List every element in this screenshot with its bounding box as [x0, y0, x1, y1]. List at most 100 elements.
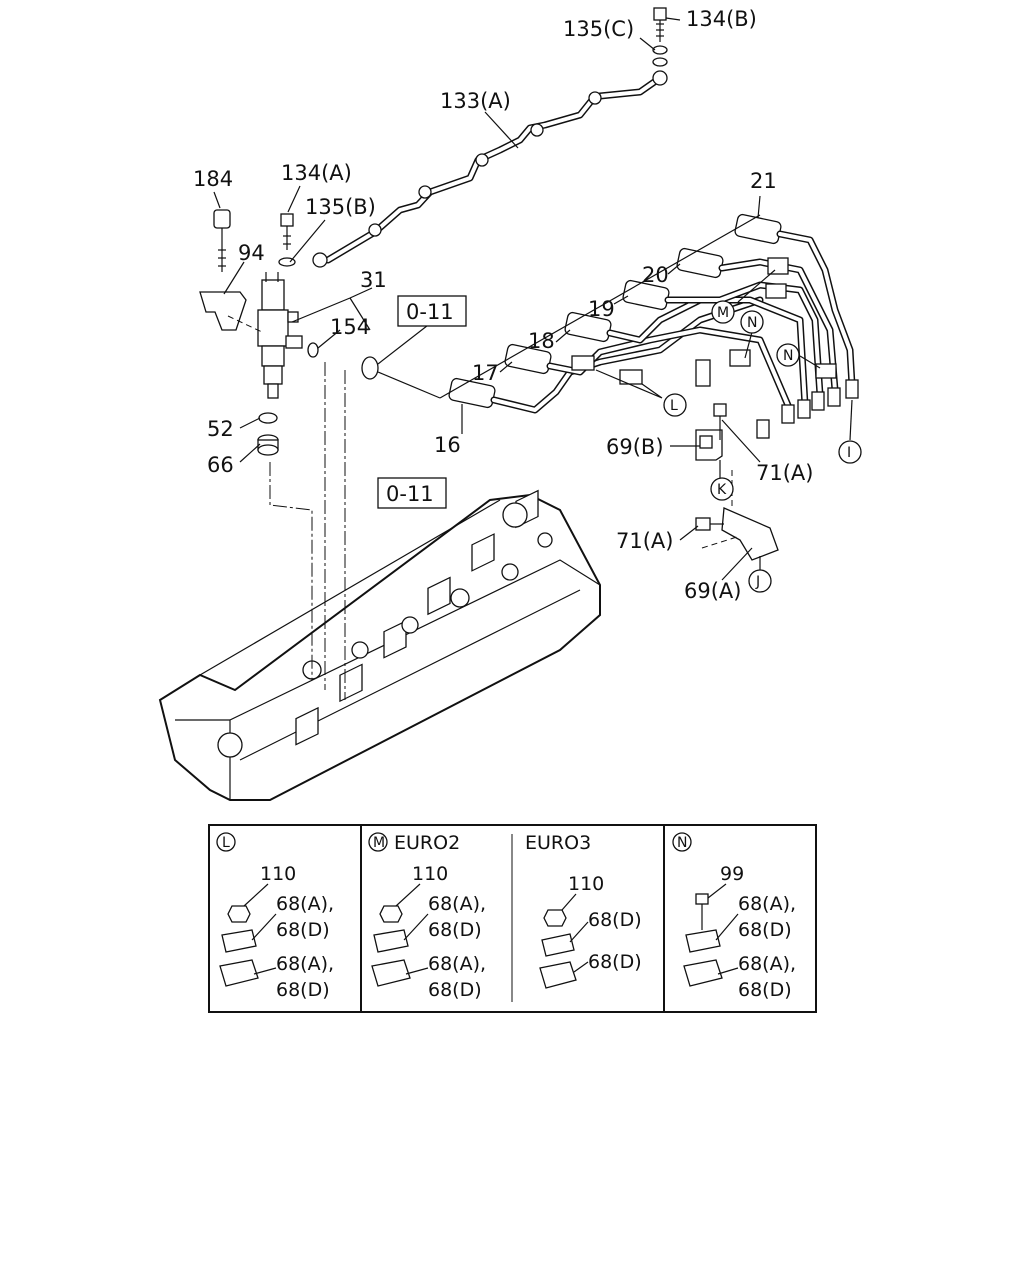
- marker-k-label: K: [717, 482, 727, 498]
- callout-labels: 134(B) 135(C) 133(A) 184 134(A) 135(B) 9…: [193, 7, 813, 603]
- callout-71a-lower: 71(A): [616, 529, 673, 553]
- washer-135c-upper: [652, 45, 668, 55]
- panel-n-marker: N: [677, 835, 687, 851]
- panel-l: L 110 68(A), 68(D) 68(A), 68(D): [216, 832, 334, 1001]
- clamp-upper-icon: [541, 933, 575, 957]
- clamp-lower-icon: [683, 959, 723, 987]
- panel-n-lower-1: 68(A),: [738, 953, 796, 975]
- marker-l: L: [663, 393, 687, 417]
- clamp-lower-icon: [371, 959, 411, 987]
- ref-box-upper-label: 0-11: [406, 300, 454, 324]
- panel-m-euro3-upper: 68(D): [588, 909, 642, 931]
- bolt-71a-lower: [695, 517, 724, 531]
- panel-m-euro3-lower: 68(D): [588, 951, 642, 973]
- bolt-icon: [695, 893, 709, 930]
- o-ring-154: [307, 342, 319, 358]
- panel-m-euro2-lower-2: 68(D): [428, 979, 482, 1001]
- ref-box-lower-label: 0-11: [386, 482, 434, 506]
- callout-154: 154: [330, 315, 370, 339]
- head-ports: [295, 489, 539, 746]
- marker-l-label: L: [670, 398, 678, 414]
- panel-l-lower-2: 68(D): [276, 979, 330, 1001]
- panel-n-bolt: 99: [720, 863, 744, 885]
- clamp-lower-icon: [219, 959, 259, 987]
- callout-31: 31: [360, 268, 387, 292]
- clamp-upper-icon: [373, 929, 409, 953]
- panel-l-upper-1: 68(A),: [276, 893, 334, 915]
- leak-off-pipe-133a: [312, 70, 668, 268]
- head-holes: [217, 502, 553, 758]
- clamp-lower-icon: [539, 961, 577, 989]
- callout-69b: 69(B): [606, 435, 664, 459]
- callout-71a-upper: 71(A): [756, 461, 813, 485]
- washer-135c-lower: [652, 57, 668, 67]
- panel-n: N 99 68(A), 68(D) 68(A), 68(D): [672, 832, 796, 1001]
- panel-m-euro2-upper-2: 68(D): [428, 919, 482, 941]
- panel-m-euro2-nut: 110: [412, 863, 448, 885]
- clamp-upper-icon: [221, 929, 257, 953]
- panel-m-euro2-lower-1: 68(A),: [428, 953, 486, 975]
- injection-pipe-21: [734, 213, 856, 389]
- panel-m-euro3-title: EURO3: [525, 832, 591, 854]
- marker-j: J: [748, 569, 772, 593]
- ref-box-lower: 0-11: [377, 477, 447, 509]
- panel-l-nut-label: 110: [260, 863, 296, 885]
- callout-69a: 69(A): [684, 579, 741, 603]
- callout-94: 94: [238, 241, 265, 265]
- nut-icon: [543, 909, 567, 927]
- nut-icon: [227, 905, 251, 923]
- panel-m-euro2-upper-1: 68(A),: [428, 893, 486, 915]
- panel-l-upper-2: 68(D): [276, 919, 330, 941]
- callout-134b: 134(B): [686, 7, 757, 31]
- pipe-clamps: [571, 257, 837, 387]
- callout-66: 66: [207, 453, 234, 477]
- callout-135c: 135(C): [563, 17, 634, 41]
- injector-clamp-94: [199, 291, 247, 331]
- callout-19: 19: [588, 297, 615, 321]
- marker-n-1: N: [740, 310, 764, 334]
- panel-m-euro3-nut: 110: [568, 873, 604, 895]
- bolt-134a: [280, 213, 294, 250]
- panel-n-lower-2: 68(D): [738, 979, 792, 1001]
- pipe-end-nuts: [756, 379, 859, 439]
- callout-20: 20: [642, 263, 669, 287]
- callout-134a: 134(A): [281, 161, 352, 185]
- detail-table: L 110 68(A), 68(D) 68(A), 68(D) M EURO2: [208, 824, 817, 1013]
- panel-n-upper-2: 68(D): [738, 919, 792, 941]
- sleeve-66: [257, 434, 279, 456]
- gasket-52: [258, 412, 278, 424]
- cylinder-head: [158, 489, 601, 801]
- marker-i-label: I: [847, 445, 851, 461]
- clamp-upper-icon: [685, 929, 721, 953]
- bracket-69b: [695, 429, 723, 461]
- callout-18: 18: [528, 329, 555, 353]
- nut-icon: [379, 905, 403, 923]
- leader-lines: [213, 17, 853, 581]
- callout-135b: 135(B): [305, 195, 376, 219]
- ref-box-upper: 0-11: [397, 295, 467, 327]
- marker-m-label: M: [717, 305, 729, 321]
- marker-n-1-label: N: [747, 315, 757, 331]
- seal-cover-ring: [361, 356, 379, 380]
- panel-l-lower-1: 68(A),: [276, 953, 334, 975]
- callout-21: 21: [750, 169, 777, 193]
- panel-m-euro2-title: EURO2: [394, 832, 460, 854]
- panel-m-marker: M: [373, 835, 385, 851]
- installation-dashed-lines: [227, 315, 741, 700]
- callout-52: 52: [207, 417, 234, 441]
- bolt-134b: [653, 7, 667, 42]
- marker-k: K: [710, 477, 734, 501]
- marker-n-2-label: N: [783, 348, 793, 364]
- callout-133a: 133(A): [440, 89, 511, 113]
- marker-n-2: N: [776, 343, 800, 367]
- callout-16: 16: [434, 433, 461, 457]
- marker-j-label: J: [755, 574, 760, 590]
- panel-m-euro3: EURO3 110 68(D) 68(D): [525, 832, 642, 989]
- marker-m: M: [711, 300, 735, 324]
- injector-31: [257, 272, 303, 399]
- bracket-69a: [721, 507, 779, 561]
- panel-l-marker: L: [222, 835, 230, 851]
- panel-m-euro2: M EURO2 110 68(A), 68(D) 68(A), 68(D): [368, 832, 486, 1001]
- injection-pipe-17: [504, 326, 794, 414]
